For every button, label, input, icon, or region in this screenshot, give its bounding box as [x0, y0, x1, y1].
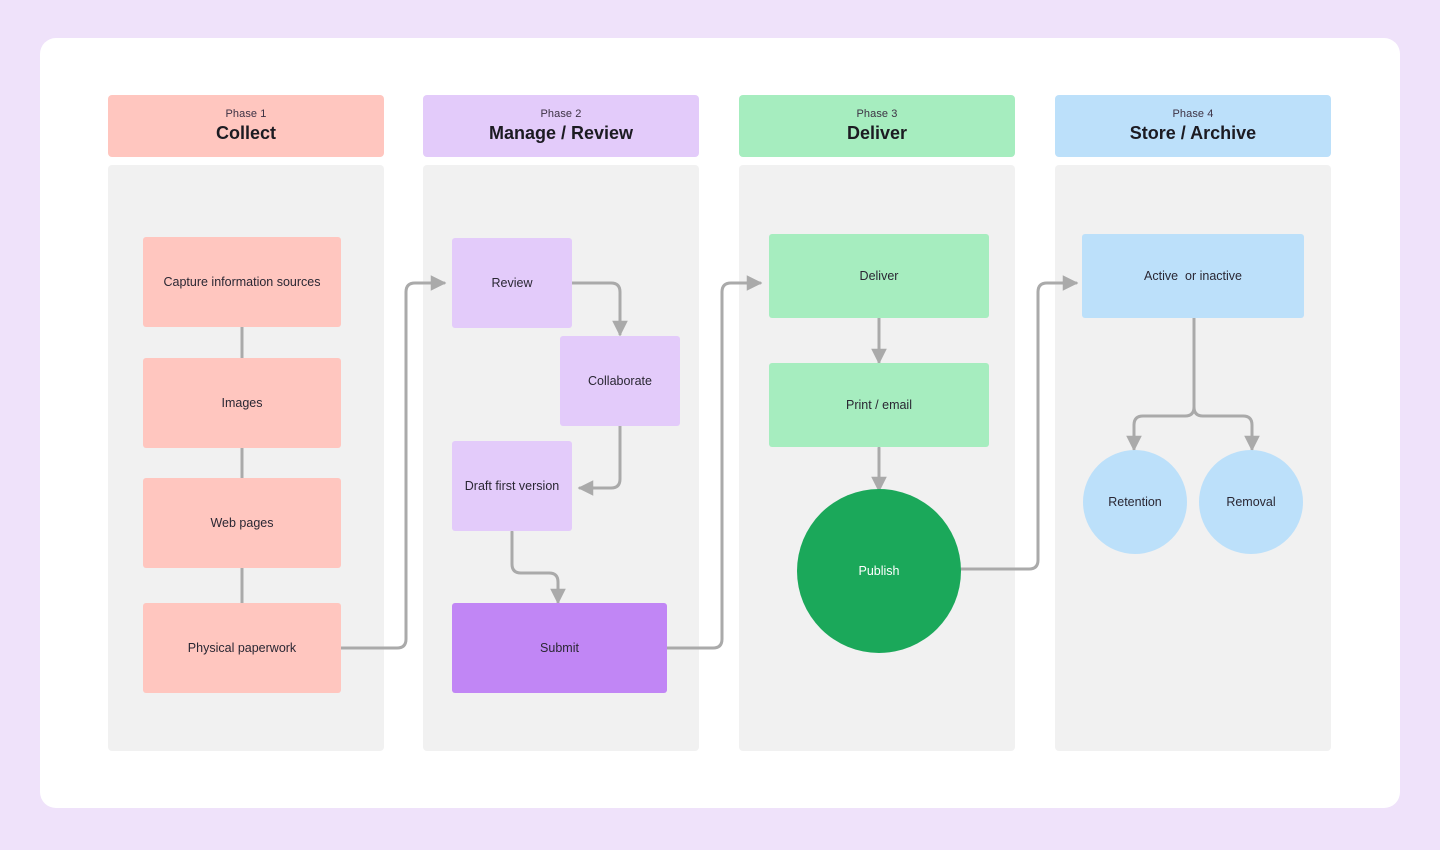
node-label: Publish — [858, 563, 900, 578]
phase-column-store-archive: Phase 4 Store / Archive — [1055, 95, 1331, 751]
node-publish[interactable]: Publish — [797, 489, 961, 653]
phase-column-deliver: Phase 3 Deliver — [739, 95, 1015, 751]
node-retention[interactable]: Retention — [1083, 450, 1187, 554]
phase-title-4: Store / Archive — [1129, 122, 1257, 143]
node-label: Print / email — [846, 397, 912, 412]
phase-title-3: Deliver — [846, 122, 908, 143]
phase-header-4[interactable]: Phase 4 Store / Archive — [1055, 95, 1331, 157]
phase-kicker-3: Phase 3 — [856, 107, 898, 120]
node-label: Deliver — [859, 268, 899, 283]
phase-header-2[interactable]: Phase 2 Manage / Review — [423, 95, 699, 157]
phase-header-1[interactable]: Phase 1 Collect — [108, 95, 384, 157]
node-collaborate[interactable]: Collaborate — [560, 336, 680, 426]
phase-header-3[interactable]: Phase 3 Deliver — [739, 95, 1015, 157]
node-draft-first-version[interactable]: Draft first version — [452, 441, 572, 531]
node-label: Physical paperwork — [187, 640, 297, 655]
node-review[interactable]: Review — [452, 238, 572, 328]
node-label: Capture information sources — [163, 274, 321, 289]
node-label: Removal — [1226, 494, 1276, 509]
node-removal[interactable]: Removal — [1199, 450, 1303, 554]
diagram-canvas: Phase 1 Collect Phase 2 Manage / Review … — [40, 38, 1400, 808]
node-label: Draft first version — [464, 478, 560, 493]
node-submit[interactable]: Submit — [452, 603, 667, 693]
node-active-or-inactive[interactable]: Active or inactive — [1082, 234, 1304, 318]
node-label: Collaborate — [588, 373, 652, 388]
phase-column-collect: Phase 1 Collect — [108, 95, 384, 751]
node-label: Submit — [540, 640, 579, 655]
node-web-pages[interactable]: Web pages — [143, 478, 341, 568]
phase-title-2: Manage / Review — [488, 122, 634, 143]
node-label: Retention — [1108, 494, 1162, 509]
phase-kicker-2: Phase 2 — [540, 107, 582, 120]
phase-kicker-4: Phase 4 — [1172, 107, 1214, 120]
node-images[interactable]: Images — [143, 358, 341, 448]
node-label: Web pages — [210, 515, 274, 530]
node-print-email[interactable]: Print / email — [769, 363, 989, 447]
phase-column-manage-review: Phase 2 Manage / Review — [423, 95, 699, 751]
phase-kicker-1: Phase 1 — [225, 107, 267, 120]
node-deliver[interactable]: Deliver — [769, 234, 989, 318]
node-physical-paperwork[interactable]: Physical paperwork — [143, 603, 341, 693]
phase-title-1: Collect — [215, 122, 276, 143]
node-label: Images — [221, 395, 263, 410]
node-capture-information-sources[interactable]: Capture information sources — [143, 237, 341, 327]
node-label: Review — [491, 275, 533, 290]
node-label: Active or inactive — [1144, 268, 1242, 283]
